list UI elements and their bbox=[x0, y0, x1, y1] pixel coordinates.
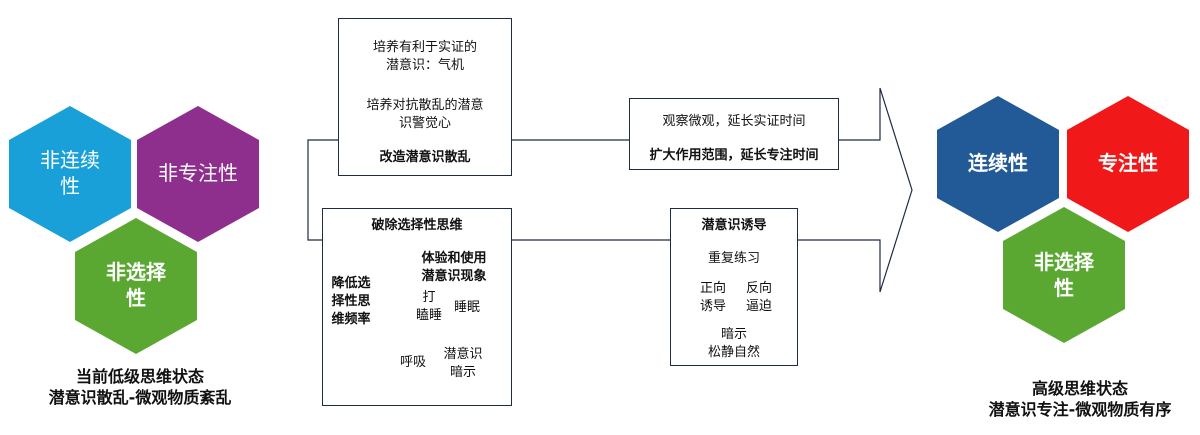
right-state-caption: 高级思维状态 潜意识专注-微观物质有序 bbox=[965, 378, 1195, 420]
break-item-doze-1: 打 bbox=[422, 290, 436, 305]
box-observe-micro: 观察微观，延长实证时间 扩大作用范围，延长专注时间 bbox=[629, 98, 839, 170]
induce-item-reverse-1: 反向 bbox=[745, 281, 772, 296]
break-sub-title-2: 潜意识现象 bbox=[421, 269, 487, 284]
box-subconscious-induction: 潜意识诱导 重复练习 正向 诱导 反向 逼迫 暗示 松静自然 bbox=[670, 208, 798, 366]
break-sub-title-1: 体验和使用 bbox=[421, 251, 487, 266]
break-item-doze-2: 瞌睡 bbox=[415, 308, 442, 323]
observe-line-1: 观察微观，延长实证时间 bbox=[662, 114, 806, 129]
induce-item-repeat: 重复练习 bbox=[707, 251, 760, 266]
break-item-breath: 呼吸 bbox=[399, 355, 426, 370]
hex-non-continuous bbox=[9, 106, 131, 242]
reform-line-2: 潜意识：气机 bbox=[385, 58, 464, 73]
induce-item-hint-1: 暗示 bbox=[720, 327, 747, 342]
box-break-selective: 破除选择性思维 降低选 择性思 维频率 体验和使用 潜意识现象 打 瞌睡 睡眠 … bbox=[322, 208, 512, 406]
hex-focused bbox=[1067, 96, 1189, 232]
hex-non-selective-left bbox=[75, 218, 197, 354]
hex-continuous bbox=[937, 96, 1059, 232]
right-caption-line-1: 高级思维状态 bbox=[1031, 379, 1128, 398]
hex-non-selective-left-label-2: 性 bbox=[126, 286, 146, 310]
induce-item-positive-1: 正向 bbox=[699, 281, 726, 296]
induce-item-hint-2: 松静自然 bbox=[707, 345, 760, 360]
break-left-line-3: 维频率 bbox=[331, 312, 371, 327]
right-caption-line-2: 潜意识专注-微观物质有序 bbox=[988, 400, 1172, 419]
induce-item-positive-2: 诱导 bbox=[699, 299, 726, 314]
break-title: 破除选择性思维 bbox=[371, 218, 463, 233]
reform-line-3: 培养对抗散乱的潜意 bbox=[366, 98, 484, 113]
hex-non-selective-right bbox=[1003, 207, 1125, 343]
reform-line-1: 培养有利于实证的 bbox=[372, 40, 477, 55]
induce-title: 潜意识诱导 bbox=[701, 218, 767, 233]
break-left-line-2: 择性思 bbox=[331, 294, 371, 309]
hex-focused-label: 专注性 bbox=[1098, 151, 1158, 175]
left-caption-line-1: 当前低级思维状态 bbox=[75, 367, 204, 386]
hex-non-selective-left-label-1: 非选择 bbox=[106, 260, 167, 284]
hex-non-selective-right-label-1: 非选择 bbox=[1034, 250, 1095, 274]
hex-non-continuous-label-1: 非连续 bbox=[40, 148, 100, 172]
box-reform-subconscious: 培养有利于实证的 潜意识：气机 培养对抗散乱的潜意 识警觉心 改造潜意识散乱 bbox=[338, 18, 512, 176]
hex-non-continuous-label-2: 性 bbox=[60, 174, 80, 198]
observe-title: 扩大作用范围，延长专注时间 bbox=[649, 148, 819, 163]
left-caption-line-2: 潜意识散乱-微观物质紊乱 bbox=[48, 388, 232, 407]
break-item-sleep: 睡眠 bbox=[453, 300, 480, 315]
break-item-suggest-1: 潜意识 bbox=[443, 347, 483, 362]
reform-line-4: 识警觉心 bbox=[398, 116, 451, 131]
left-state-caption: 当前低级思维状态 潜意识散乱-微观物质紊乱 bbox=[30, 366, 250, 408]
break-left-line-1: 降低选 bbox=[331, 276, 371, 291]
hex-non-selective-right-label-2: 性 bbox=[1054, 276, 1074, 300]
reform-title: 改造潜意识散乱 bbox=[379, 150, 471, 165]
hex-continuous-label: 连续性 bbox=[968, 151, 1028, 175]
hex-non-focused-label: 非专注性 bbox=[158, 161, 238, 185]
induce-item-reverse-2: 逼迫 bbox=[745, 299, 772, 314]
break-item-suggest-2: 暗示 bbox=[449, 365, 476, 380]
hex-non-focused bbox=[137, 106, 259, 242]
